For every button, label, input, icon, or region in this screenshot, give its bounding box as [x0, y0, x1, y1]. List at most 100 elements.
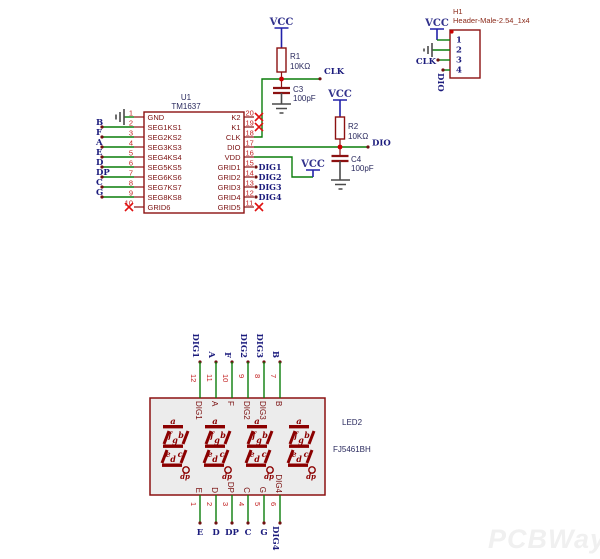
segment-label-f: f — [293, 430, 299, 440]
net-label-DP: DP — [96, 168, 110, 178]
segment-label-g: g — [172, 435, 178, 445]
segment-label-c: c — [304, 449, 309, 459]
led2-part-name: FJ5461BH — [333, 445, 371, 454]
u1-pin-1-number: 1 — [129, 109, 133, 118]
segment-slash — [305, 449, 314, 464]
net-dot-D — [100, 165, 104, 169]
led-pin-12-name: DIG1 — [194, 401, 203, 420]
segment-bar — [247, 425, 267, 429]
u1-pin-11-number: 11 — [246, 199, 254, 208]
segment-dp-circle — [308, 466, 316, 474]
wire-clk-net — [254, 78, 282, 138]
net-dot-G — [100, 195, 104, 199]
segment-slash — [244, 449, 253, 464]
segment-slash — [162, 430, 171, 445]
gnd-symbol-h1 — [423, 43, 433, 57]
segment-bar — [289, 444, 309, 448]
clk-net-label: CLK — [324, 67, 345, 77]
h1-clk-net-label: CLK — [416, 57, 437, 67]
u1-pin-7-name: SEG6KS6 — [148, 173, 182, 182]
h1-designator: H1 — [453, 7, 463, 16]
u1-pin-15-number: 15 — [246, 159, 254, 168]
net-label-DIG1: DIG1 — [190, 333, 200, 358]
led-pin-3-name: DP — [226, 482, 235, 493]
u1-pin-15-name: GRID1 — [218, 163, 241, 172]
net-dot-C — [100, 185, 104, 189]
led-pin-5-number: 5 — [253, 502, 262, 506]
u1-pin-20-number: 20 — [246, 109, 254, 118]
h1-body — [449, 29, 481, 79]
r1-body — [276, 47, 287, 73]
net-label-DIG2: DIG2 — [238, 333, 248, 358]
segment-label-a: a — [254, 417, 260, 427]
u1-pin-1-name: GND — [148, 113, 165, 122]
r1-vcc-label: VCC — [269, 17, 294, 28]
net-label-B: B — [96, 118, 103, 128]
r2-body — [334, 116, 346, 140]
net-dot-DIG2 — [254, 175, 258, 179]
u1-pin-20-nc-x — [254, 112, 264, 122]
r1-designator: R1 — [290, 52, 301, 61]
net-label-DIG3: DIG3 — [254, 333, 264, 358]
led-pin-10-number: 10 — [221, 374, 230, 382]
net-label-A: A — [206, 350, 216, 358]
u1-pin-7-number: 7 — [129, 169, 133, 178]
segment-label-dp: dp — [306, 472, 316, 481]
u1-pin-16-name: VDD — [225, 153, 241, 162]
led-pin-7-name: B — [274, 401, 283, 406]
h1-pin1-dot — [450, 30, 454, 34]
u1-designator: U1 — [181, 93, 192, 102]
h1-vcc-label: VCC — [424, 18, 449, 29]
u1-pin-17-name: DIO — [227, 143, 241, 152]
segment-dp-circle — [182, 466, 190, 474]
segment-bar — [162, 463, 182, 467]
segment-bar — [288, 463, 308, 467]
led-pin-3-number: 3 — [221, 502, 230, 506]
dio-net-label: DIO — [372, 139, 391, 149]
u1-pin-8-name: SEG7KS7 — [148, 183, 182, 192]
net-dot-E — [100, 155, 104, 159]
segment-bar — [205, 444, 225, 448]
net-dot-DIG4 — [278, 521, 282, 525]
u1-pin-3-number: 3 — [129, 129, 133, 138]
segment-label-a: a — [170, 417, 176, 427]
net-label-DIG1: DIG1 — [259, 162, 282, 172]
h1-component: H1 Header-Male-2.54_1x4 VCC CLK DIO 1 2 … — [416, 7, 530, 92]
led-pin-9-name: DIG2 — [242, 401, 251, 420]
r2-value: 10KΩ — [348, 132, 368, 141]
led2-pins: DIG112DIG1A11AF10FDIG29DIG2DIG38DIG3B7BE… — [189, 333, 283, 550]
led-pin-5-name: G — [258, 487, 267, 493]
segment-bar — [247, 444, 267, 448]
net-dot-E — [198, 521, 202, 525]
led-pin-8-number: 8 — [253, 374, 262, 378]
segment-label-c: c — [178, 449, 183, 459]
u1-pin-19-name: K1 — [231, 123, 240, 132]
u1-part-name: TM1637 — [171, 102, 201, 111]
u1-pin-16-number: 16 — [246, 149, 254, 158]
segment-slash — [286, 449, 295, 464]
segment-bar — [163, 425, 183, 429]
u1-pin-9-name: SEG8KS8 — [148, 193, 182, 202]
led-pin-1-number: 1 — [189, 502, 198, 506]
led2-component: LED2 FJ5461BH DIG112DIG1A11AF10FDIG29DIG… — [149, 333, 371, 551]
r1-value: 10KΩ — [290, 62, 310, 71]
net-dot-D — [214, 521, 218, 525]
clk-net-dot — [318, 77, 322, 81]
u1-pin-4-number: 4 — [129, 139, 133, 148]
u1-pin-14-number: 14 — [246, 169, 254, 178]
u1-pin-6-number: 6 — [129, 159, 133, 168]
r2-designator: R2 — [348, 122, 359, 131]
segment-slash — [288, 430, 297, 445]
segment-bar — [163, 444, 183, 448]
segment-bar — [204, 463, 224, 467]
segment-label-dp: dp — [222, 472, 232, 481]
segment-label-e: e — [249, 449, 254, 459]
segment-slash — [202, 449, 211, 464]
segment-slash — [307, 430, 316, 445]
led-pin-8-name: DIG3 — [258, 401, 267, 420]
r1-c3-network: VCC R1 10KΩ CLK C3 100pF — [269, 17, 345, 114]
led-pin-11-name: A — [210, 401, 219, 407]
segment-label-f: f — [251, 430, 257, 440]
net-dot-DIG1 — [254, 165, 258, 169]
